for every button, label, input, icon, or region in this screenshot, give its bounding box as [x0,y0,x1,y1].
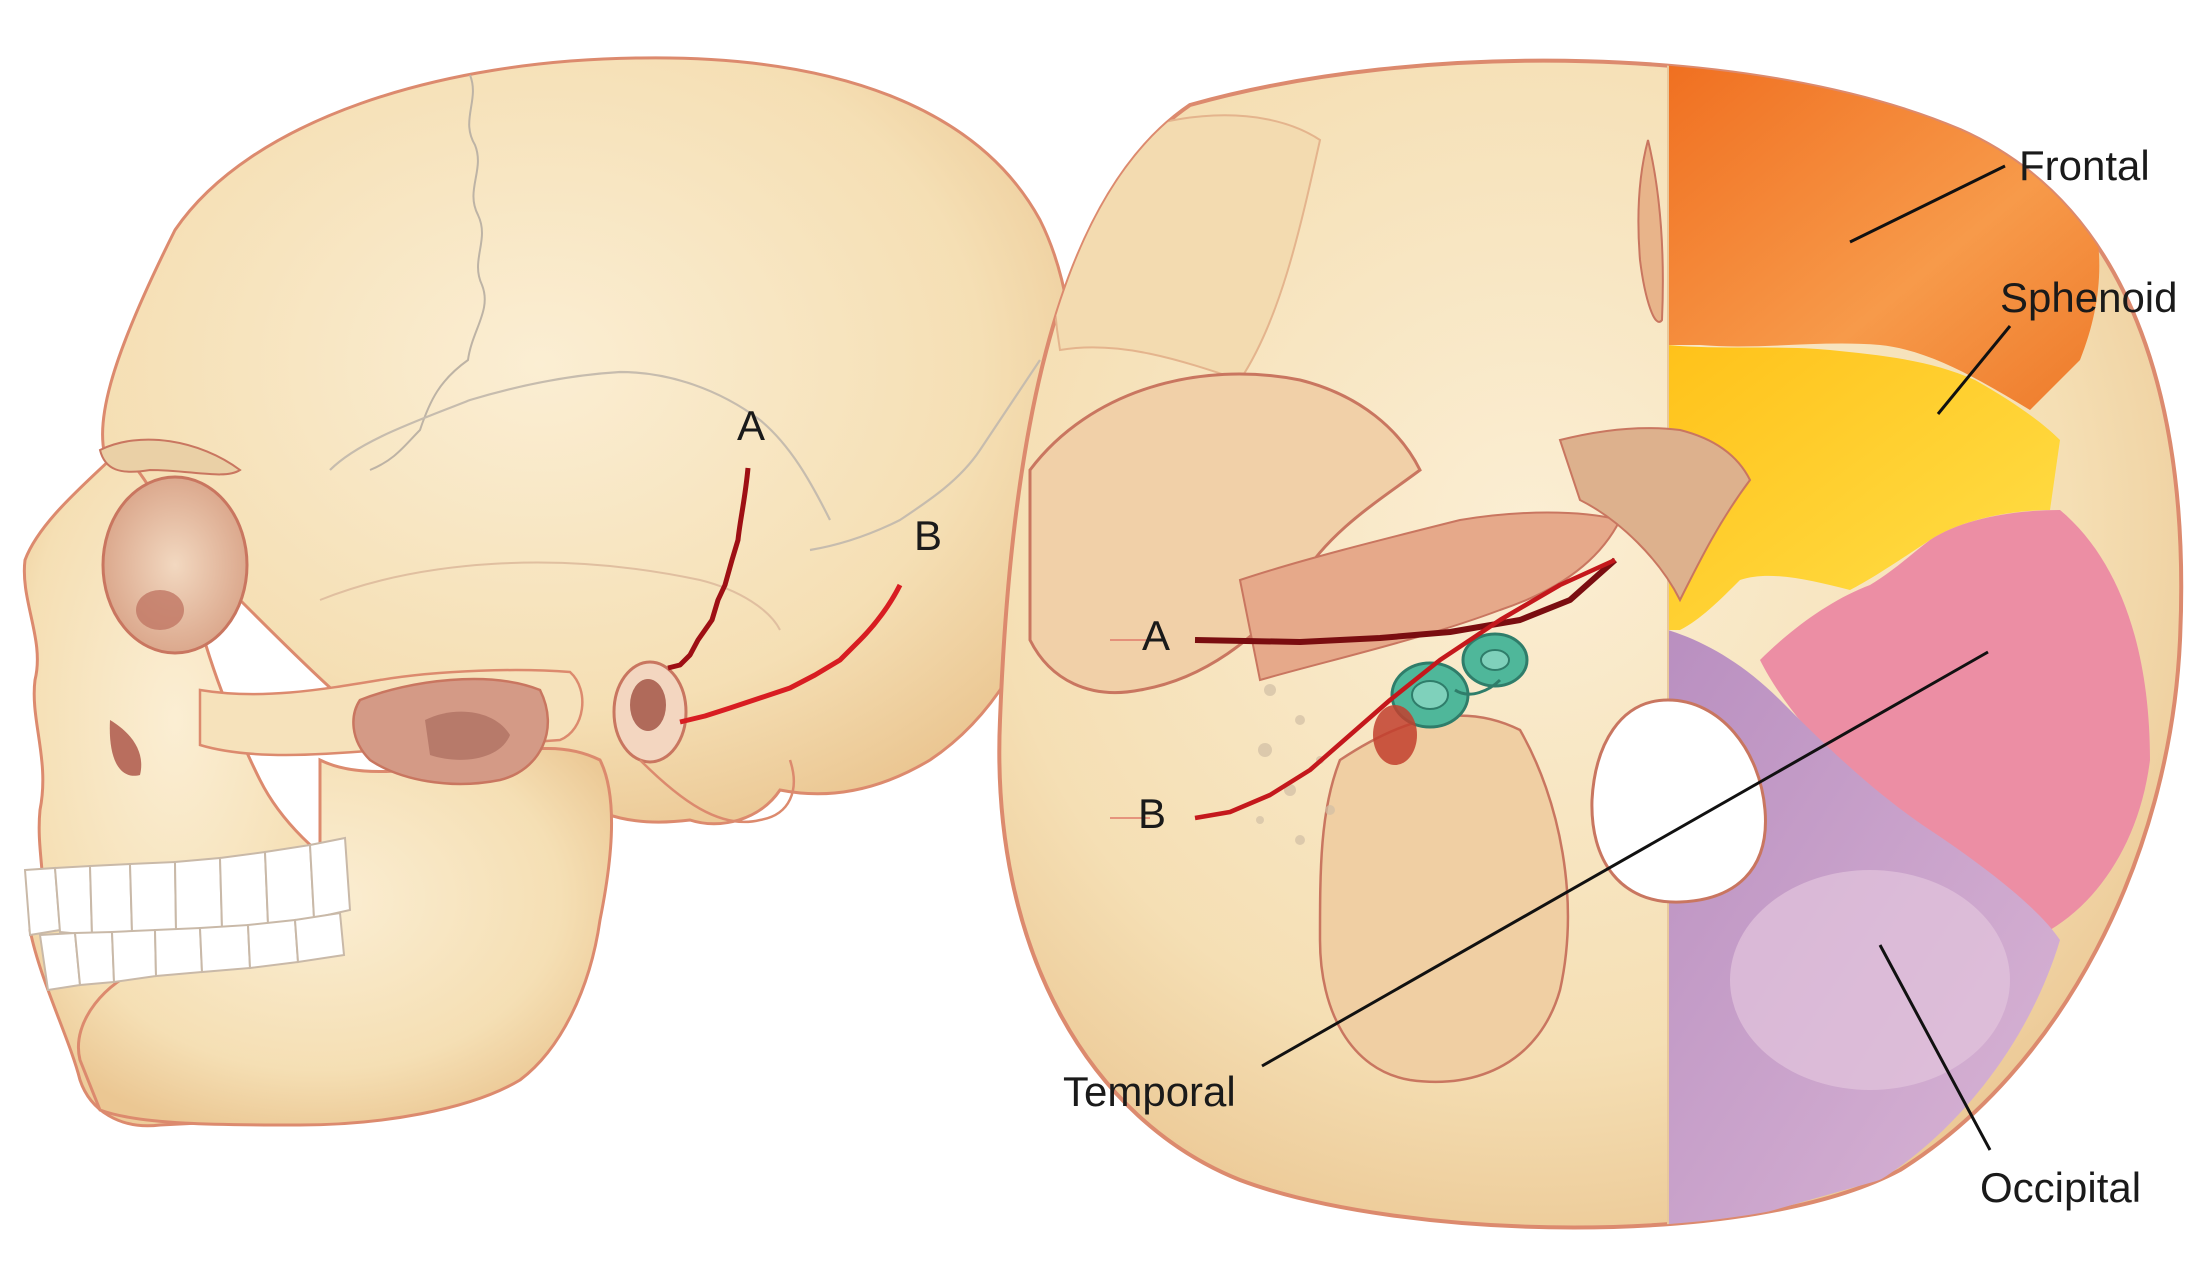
sphenoid-leader [1936,325,2012,415]
label-occipital: Occipital [1980,1164,2141,1211]
frontal-leader [1849,164,2006,244]
teeth [23,836,352,992]
label-frontal: Frontal [2019,142,2150,189]
frontal-bone-region [1668,60,2100,410]
lateral-label-b: B [914,512,942,559]
skull-base-view: A B Frontal Sphenoid Temporal Occipital [997,58,2184,1230]
coronal-suture [369,74,486,471]
sphenoid-bone-region [1668,345,2060,630]
parietal-pink-region [1760,510,2150,930]
lateral-label-a: A [737,402,765,449]
orbit [101,475,249,655]
fracture-line-a-lateral [667,467,751,671]
label-temporal: Temporal [1063,1068,1236,1115]
posterior-fossa-left [1318,714,1570,1084]
base-label-b: B [1138,790,1166,837]
occipital-leader [1878,944,1992,1151]
lambdoid-suture [809,359,1041,552]
inner-ear-cochlea [1390,632,1529,729]
fracture-line-a-base [1194,557,1617,645]
temporal-leader [1261,650,1989,1068]
base-label-a: A [1142,612,1170,659]
fracture-line-b-lateral [679,583,903,725]
label-sphenoid: Sphenoid [2000,274,2178,321]
fracture-line-b-base [1194,557,1616,821]
lateral-skull-view: A B [22,56,1076,1128]
squamous-suture [329,370,831,521]
middle-fossa-left [1028,372,1422,695]
